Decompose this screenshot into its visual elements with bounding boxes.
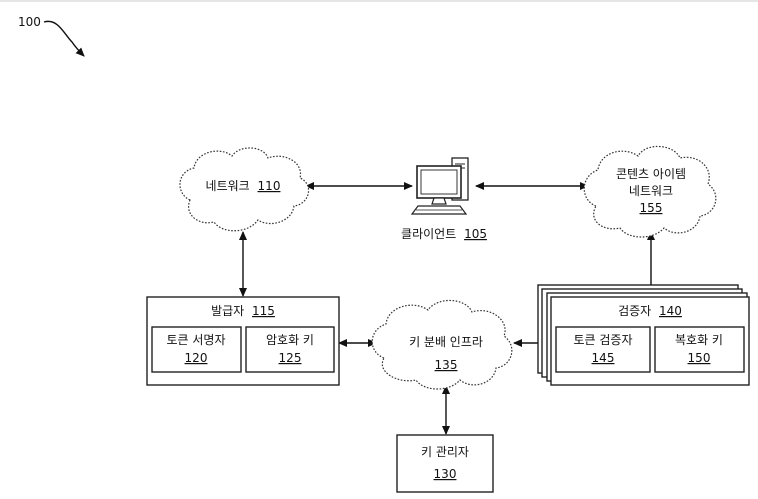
token-verifier-label: 토큰 검증자	[573, 333, 632, 347]
figure-ref-arrow	[43, 20, 85, 57]
decryption-key-label: 복호화 키	[675, 333, 723, 347]
decryption-key-ref: 150	[688, 351, 711, 365]
verifier-ref: 140	[659, 304, 682, 318]
token-signer-box	[151, 326, 242, 373]
svg-text:클라이언트 105: 클라이언트 105	[401, 227, 487, 241]
client-ref: 105	[464, 227, 487, 241]
network-cloud: 네트워크 110	[179, 147, 310, 232]
client-computer-icon	[410, 157, 469, 215]
encryption-key-ref: 125	[279, 351, 302, 365]
content-network-ref: 155	[640, 201, 663, 215]
network-ref: 110	[258, 179, 281, 193]
token-signer-label: 토큰 서명자	[166, 333, 225, 347]
issuer-label: 발급자	[211, 304, 244, 318]
decryption-key-box	[654, 326, 745, 373]
verifier-label: 검증자	[618, 304, 651, 318]
svg-text:발급자 115: 발급자 115	[211, 304, 275, 318]
content-network-cloud: 콘텐츠 아이템 네트워크 155	[583, 145, 717, 238]
issuer-box: 발급자 115 토큰 서명자 120 암호화 키 125	[146, 296, 340, 386]
token-signer-ref: 120	[185, 351, 208, 365]
figure-ref: 100	[18, 15, 41, 29]
key-distribution-ref: 135	[435, 358, 458, 372]
content-network-label-line2: 네트워크	[629, 184, 673, 198]
token-verifier-ref: 145	[592, 351, 615, 365]
issuer-ref: 115	[252, 304, 275, 318]
key-distribution-label: 키 분배 인프라	[409, 335, 483, 349]
key-manager-label: 키 관리자	[421, 445, 469, 459]
client-label: 클라이언트	[401, 227, 456, 241]
encryption-key-label: 암호화 키	[266, 333, 314, 347]
svg-text:네트워크 110: 네트워크 110	[206, 179, 281, 193]
network-label: 네트워크	[206, 179, 250, 193]
svg-text:검증자 140: 검증자 140	[618, 304, 682, 318]
token-verifier-box	[555, 326, 651, 373]
encryption-key-box	[245, 326, 335, 373]
content-network-label-line1: 콘텐츠 아이템	[616, 167, 686, 181]
key-distribution-cloud: 키 분배 인프라 135	[371, 299, 513, 390]
key-manager-ref: 130	[434, 467, 457, 481]
verifier-box-stack: 검증자 140 토큰 검증자 145 복호화 키 150	[537, 284, 750, 386]
key-manager-box: 키 관리자 130	[396, 434, 494, 493]
